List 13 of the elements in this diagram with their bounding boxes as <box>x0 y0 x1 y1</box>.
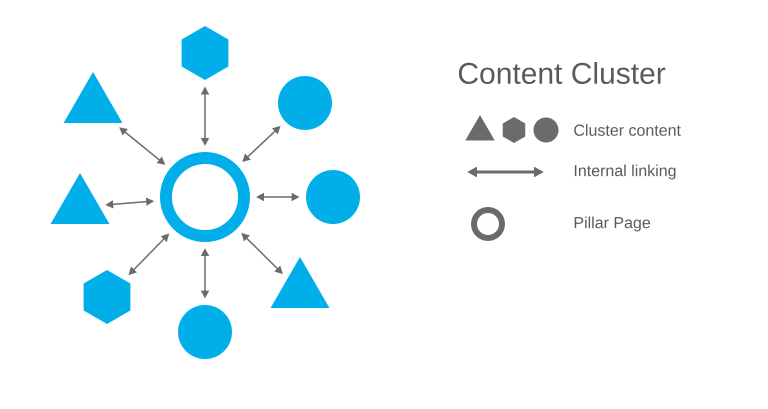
hexagon <box>84 270 130 324</box>
triangle <box>50 173 110 224</box>
title: Content Cluster <box>458 62 666 84</box>
circle <box>178 305 232 359</box>
triangle <box>64 72 122 123</box>
pillar-ring <box>160 152 250 242</box>
legend-label: Internal linking <box>574 164 676 180</box>
circle <box>278 76 332 130</box>
legend-label: Cluster content <box>574 124 681 136</box>
hexagon <box>182 26 228 80</box>
circle <box>306 170 360 224</box>
legend-label: Pillar Page <box>574 216 650 232</box>
triangle <box>270 257 330 308</box>
